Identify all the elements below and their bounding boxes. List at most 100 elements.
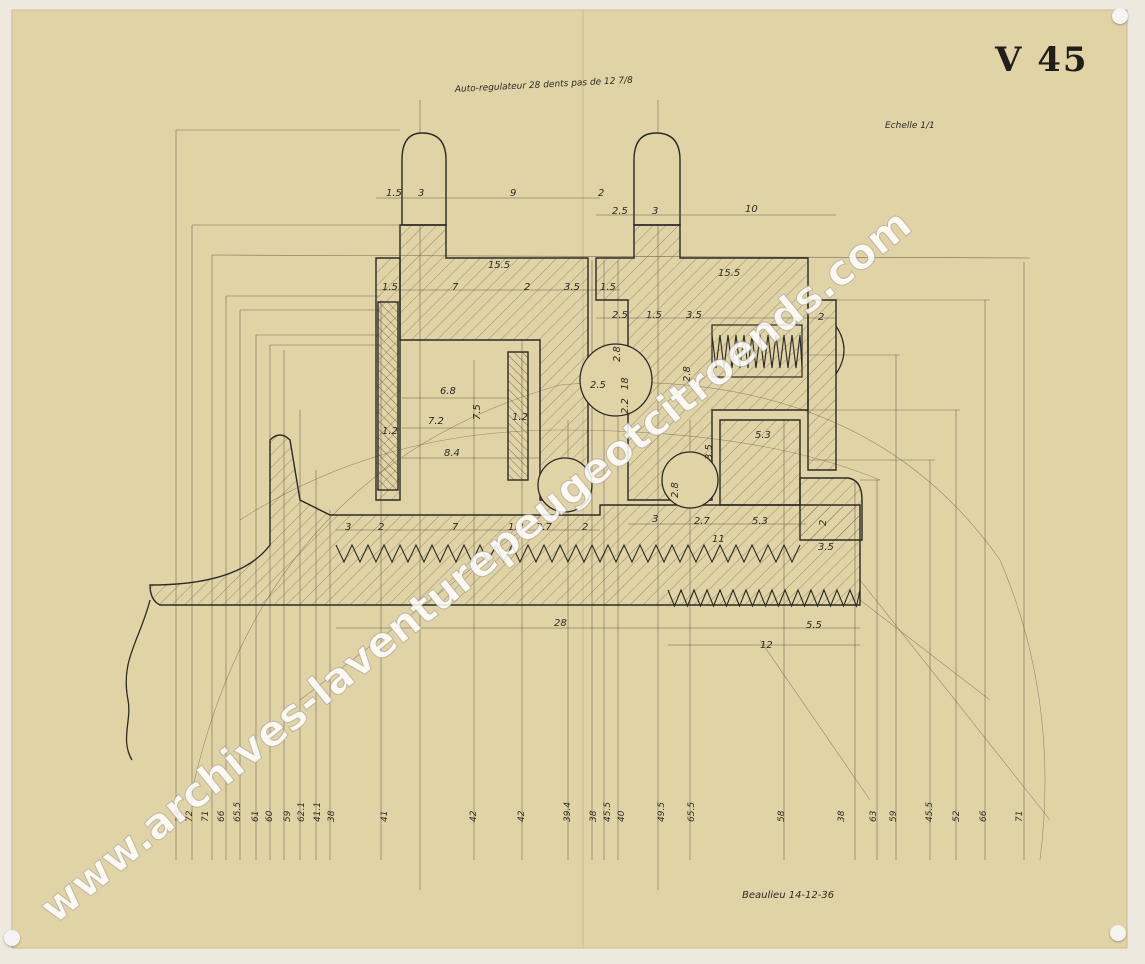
dimension-label: 1.5 [382, 282, 398, 293]
ball-large [579, 343, 653, 417]
dimension-label: 5.3 [752, 516, 768, 527]
lower-dimensions: 3 2 7 1.3 2.7 2 3 2.7 5.3 11 3.5 28 5.5 12 [336, 514, 860, 651]
ball-left [537, 457, 593, 513]
diameter-label: 66 [979, 810, 989, 822]
diameter-label: 72 [185, 810, 195, 822]
dimension-label: 28 [554, 618, 567, 629]
diameter-label: 49.5 [657, 802, 667, 822]
dimension-label: 7.2 [428, 416, 444, 427]
diameter-label: 65.5 [233, 802, 243, 822]
dimension-label: 2.5 [612, 206, 628, 217]
signature: Beaulieu 14-12-36 [742, 890, 834, 901]
dimension-label: 2 [378, 522, 384, 533]
dimension-label: 12 [760, 640, 773, 651]
dimension-label: 15.5 [718, 268, 740, 279]
dimension-label: 5.3 [755, 430, 771, 441]
dimension-label: 2 [818, 312, 824, 323]
dimension-label: 10 [745, 204, 758, 215]
scale-label: Echelle 1/1 [885, 121, 935, 131]
dimension-label: 3 [418, 188, 424, 199]
dimension-label: 18 [620, 377, 631, 390]
dimension-label: 3 [652, 514, 658, 525]
dimension-label: 15.5 [488, 260, 510, 271]
diameter-label: 42 [517, 810, 527, 822]
diameter-label: 71 [1015, 811, 1025, 822]
diameter-label: 45.5 [925, 802, 935, 822]
dimension-label: 7 [452, 522, 459, 533]
dimension-label: 2.5 [590, 380, 606, 391]
diameter-label: 38 [837, 810, 847, 822]
ball-right [661, 451, 719, 509]
dimension-label: 9 [510, 188, 516, 199]
dimension-label: 1.5 [386, 188, 402, 199]
dimension-label: 2.7 [694, 516, 711, 527]
diameter-label: 71 [201, 811, 211, 822]
screw-head [835, 325, 845, 375]
dimension-label: 3.5 [564, 282, 580, 293]
dimension-label: 1.5 [646, 310, 662, 321]
middle-dimensions: 6.8 7.2 7.5 1.2 8.4 1.2 2.5 2.8 2.2 18 5.3 2.8 3.5 2.… [382, 346, 829, 526]
top-dimensions: 1.5 3 9 2 2.5 3 10 15.5 15.5 1.5 7 2 3.5 1.5 2.5 1.5 3.5… [376, 188, 836, 323]
shaft-body [149, 434, 861, 606]
dimension-label: 3.5 [704, 444, 715, 460]
diameter-label: 59 [283, 810, 293, 822]
tooth-right [633, 132, 681, 226]
dimension-label: 2 [524, 282, 530, 293]
shaft-profile-line [125, 599, 151, 761]
diameter-label: 59 [889, 810, 899, 822]
hub-right [595, 224, 809, 501]
dimension-label: 1.2 [512, 412, 528, 423]
dimension-label: 7 [452, 282, 459, 293]
section-body [149, 132, 863, 606]
diameter-label: 42 [469, 810, 479, 822]
dimension-label: 3 [652, 206, 658, 217]
dimension-label: 7.5 [472, 404, 483, 420]
diameter-label: 45.5 [603, 802, 613, 822]
end-cap [807, 299, 837, 471]
seal-mid [507, 351, 529, 481]
diameter-label: 75 [175, 810, 185, 822]
dimension-label: 2.8 [682, 366, 693, 382]
dimension-label: 1.3 [508, 522, 524, 533]
diameter-label: 38 [589, 810, 599, 822]
extension-lines [176, 129, 1031, 481]
dimension-label: 2 [818, 520, 829, 526]
dimension-label: 3.5 [686, 310, 702, 321]
dimension-label: 2.8 [612, 346, 623, 362]
dimension-label: 1.2 [382, 426, 398, 437]
dimension-label: 3 [345, 522, 351, 533]
dimension-label: 2.5 [612, 310, 628, 321]
diameter-label: 40 [617, 810, 627, 822]
dimension-label: 5.5 [806, 620, 822, 631]
dimension-label: 2.8 [670, 482, 681, 498]
inner-plate [719, 419, 801, 506]
seal-left [377, 301, 399, 491]
pin-bottom-right [1110, 925, 1126, 941]
screw [711, 324, 803, 378]
tooth-left [401, 132, 447, 226]
diameter-label: 60 [265, 810, 275, 822]
dimension-label: 2 [598, 188, 604, 199]
diameter-label: 66 [217, 810, 227, 822]
diameter-label: 38 [327, 810, 337, 822]
sheet-reference: V 45 [995, 40, 1089, 80]
dimension-label: 8.4 [444, 448, 460, 459]
dimension-label: 3.5 [818, 542, 834, 553]
diameter-label: 41.1 [313, 802, 323, 822]
diameter-label: 41 [380, 811, 390, 822]
dimension-label: 6.8 [440, 386, 456, 397]
dimension-label: 1.5 [600, 282, 616, 293]
diameter-label: 39.4 [563, 802, 573, 822]
diameter-label: 52 [952, 810, 962, 822]
pin-bottom-left [4, 930, 20, 946]
pin-top-right [1112, 8, 1128, 24]
dimension-label: 11 [712, 534, 725, 545]
bush-right [799, 477, 863, 541]
dimension-label: 2.2 [620, 398, 631, 414]
dimension-label: 2.7 [536, 522, 553, 533]
diameter-label: 63 [869, 810, 879, 822]
diameter-label: 62.1 [297, 802, 307, 822]
